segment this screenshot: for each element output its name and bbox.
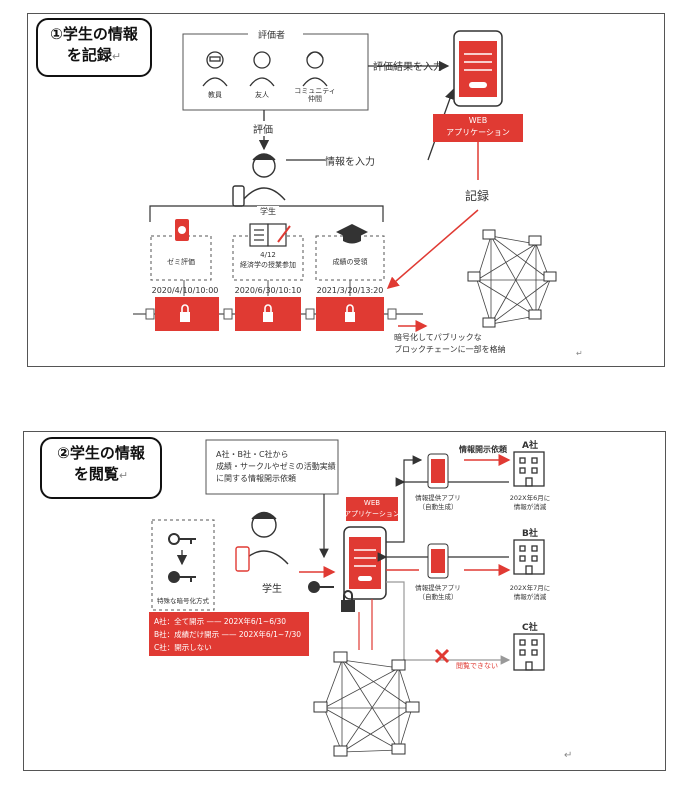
key-solid-icon bbox=[168, 571, 196, 583]
key-outline-icon bbox=[168, 533, 196, 545]
blockchain-note-line1: 暗号化してパブリックな bbox=[394, 333, 482, 342]
padlock-icon bbox=[341, 590, 355, 612]
callout-record-line1: ①学生の情報 bbox=[50, 25, 138, 43]
web-app-badge bbox=[433, 114, 523, 142]
computer-icons bbox=[467, 229, 557, 328]
denied-x-icon bbox=[434, 648, 450, 664]
company-b-expiry-line1: 202X年7月に bbox=[509, 584, 551, 592]
company-b-expiry-line2: 情報が消滅 bbox=[513, 593, 547, 601]
company-b-app-line2: （自動生成） bbox=[418, 593, 458, 601]
computer-icons-2 bbox=[313, 651, 420, 757]
web-app-badge-2 bbox=[346, 497, 398, 521]
graduation-cap-icon bbox=[336, 224, 368, 244]
student-label: 学生 bbox=[257, 206, 279, 217]
permission-a: A社：全て開示 —— 202X年6/1~6/30 bbox=[154, 617, 287, 626]
panel-record: ①学生の情報 を記録↵ 評価者 教員 友人 コミュニティ 仲間 評価結果を入力 … bbox=[27, 13, 665, 367]
timestamp-1: 2020/4/10/10:00 bbox=[151, 286, 219, 295]
student-icon bbox=[232, 153, 286, 207]
company-b-building-icon bbox=[513, 539, 545, 575]
company-a-app-line2: （自動生成） bbox=[418, 503, 458, 511]
record-label: 記録 bbox=[465, 187, 490, 204]
return-mark-2: ↵ bbox=[564, 750, 573, 761]
company-b-name: B社 bbox=[522, 529, 538, 539]
blockchain-network-2 bbox=[323, 659, 413, 753]
return-mark-1: ↵ bbox=[576, 349, 583, 358]
web-app-phone-2 bbox=[343, 526, 387, 600]
company-b-app-phone bbox=[427, 543, 449, 579]
company-a-building-icon bbox=[513, 451, 545, 487]
request-box-line1: A社・B社・C社から bbox=[216, 450, 289, 459]
community-icon bbox=[302, 51, 328, 87]
company-c-denied-label: 閲覧できない bbox=[456, 662, 498, 670]
request-box-line2: 成績・サークルやゼミの活動実績 bbox=[216, 462, 336, 471]
evaluators-title: 評価者 bbox=[258, 31, 286, 41]
disclosure-request-label: 情報開示依頼 bbox=[459, 445, 507, 454]
eval-arrow-label: 評価 bbox=[253, 121, 273, 136]
event-class-label: 経済学の授業参加 bbox=[240, 261, 296, 269]
company-a-app-phone bbox=[427, 453, 449, 489]
blockchain-note-line2: ブロックチェーンに一部を格納 bbox=[394, 345, 506, 354]
input-info-label: 情報を入力 bbox=[325, 153, 375, 168]
notebook-icon bbox=[249, 223, 291, 247]
record-diagram bbox=[133, 27, 557, 332]
callout-record: ①学生の情報 を記録↵ bbox=[36, 18, 152, 77]
block-1 bbox=[155, 297, 219, 331]
company-a-expiry-line2: 情報が消滅 bbox=[513, 503, 547, 511]
encryption-label: 特殊な暗号化方式 bbox=[157, 597, 209, 605]
student-icon-2 bbox=[235, 511, 289, 572]
block-3 bbox=[316, 297, 384, 331]
friend-icon bbox=[249, 51, 275, 87]
event-seminar-label: ゼミ評価 bbox=[167, 258, 195, 266]
web-app-label-2-line1: WEB bbox=[363, 499, 381, 507]
view-diagram bbox=[149, 439, 545, 757]
encryption-box bbox=[151, 519, 215, 611]
company-b-app-line1: 情報提供アプリ bbox=[415, 584, 461, 592]
callout-view-line1: ②学生の情報 bbox=[57, 444, 145, 462]
company-c-name: C社 bbox=[522, 623, 538, 633]
timestamp-3: 2021/3/20/13:20 bbox=[316, 286, 384, 295]
web-app-label-line2: アプリケーション bbox=[446, 128, 510, 137]
teacher-icon bbox=[202, 51, 228, 87]
evaluator-teacher-label: 教員 bbox=[208, 91, 222, 99]
permission-c: C社：開示しない bbox=[154, 643, 212, 652]
panel-view: ②学生の情報 を閲覧↵ A社・B社・C社から 成績・サークルやゼミの活動実績 に… bbox=[23, 431, 666, 771]
evaluator-friend-label: 友人 bbox=[255, 91, 269, 99]
callout-record-line2: を記録↵ bbox=[66, 46, 122, 64]
permission-b: B社：成績だけ開示 —— 202X年6/1~7/30 bbox=[154, 630, 302, 639]
web-app-phone bbox=[453, 30, 503, 107]
timestamp-2: 2020/6/30/10:10 bbox=[234, 286, 302, 295]
callout-view-line2: を閲覧↵ bbox=[73, 465, 129, 483]
callout-view: ②学生の情報 を閲覧↵ bbox=[40, 437, 162, 499]
evaluator-peer-label: 仲間 bbox=[308, 95, 322, 103]
web-app-label-2-line2: アプリケーション bbox=[344, 510, 400, 518]
key-transfer-icon bbox=[308, 581, 334, 593]
seminar-phone-icon bbox=[175, 219, 189, 241]
request-box-line3: に関する情報開示依頼 bbox=[216, 474, 296, 483]
student-label-2: 学生 bbox=[262, 584, 282, 595]
company-c-building-icon bbox=[513, 633, 545, 671]
block-2 bbox=[235, 297, 301, 331]
company-a-expiry-line1: 202X年6月に bbox=[509, 494, 551, 502]
web-app-label-line1: WEB bbox=[468, 116, 488, 125]
permissions-box bbox=[149, 612, 309, 656]
event-class-date: 4/12 bbox=[260, 251, 276, 259]
event-grade-label: 成績の受領 bbox=[332, 258, 368, 266]
company-a-app-line1: 情報提供アプリ bbox=[415, 494, 461, 502]
event-box-class bbox=[232, 235, 304, 281]
request-box bbox=[205, 439, 339, 495]
evaluator-community-label: コミュニティ bbox=[294, 87, 336, 95]
company-a-name: A社 bbox=[522, 441, 538, 451]
input-result-label: 評価結果を入力 bbox=[373, 62, 443, 73]
